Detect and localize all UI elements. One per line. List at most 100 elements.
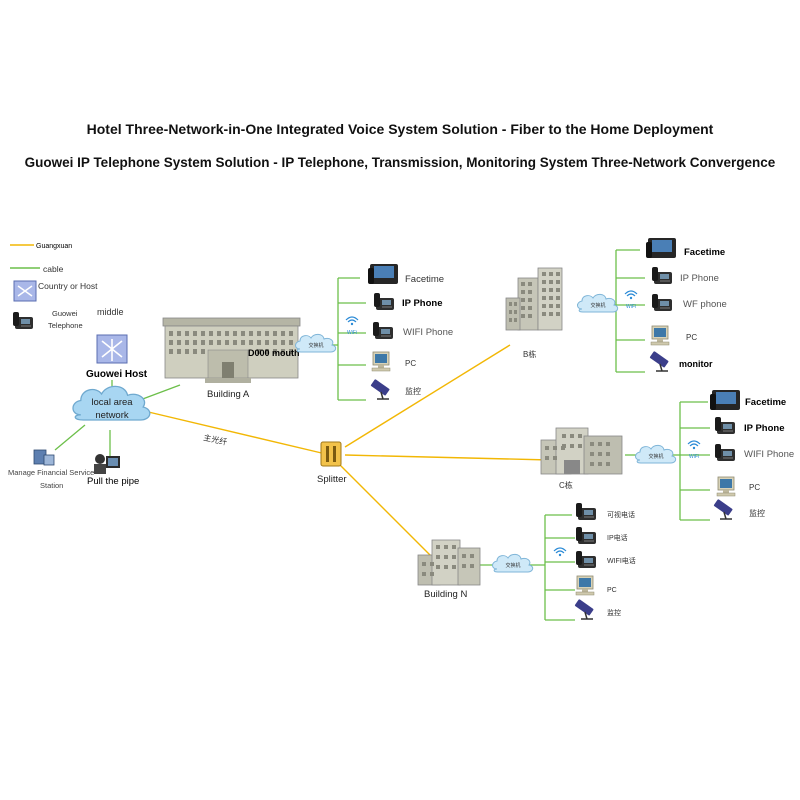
building-a-window xyxy=(233,340,237,345)
building-a-window xyxy=(273,331,277,336)
building-n-pc-icon xyxy=(575,575,595,596)
building-a-window xyxy=(201,349,205,354)
fiber-trunk-line xyxy=(139,409,331,456)
building-b-label: B栋 xyxy=(523,349,536,359)
splitter-icon xyxy=(320,441,342,467)
trunk-fiber-label: 主光纤 xyxy=(203,432,229,447)
building-a-window xyxy=(177,340,181,345)
lan-label-2: network xyxy=(95,410,129,421)
building-c-facetime-icon xyxy=(710,390,740,410)
building-b-wifi-phone-icon xyxy=(652,294,672,311)
building-a-window xyxy=(273,349,277,354)
building-c-switch-tag: 交换机 xyxy=(648,453,663,460)
building-a-window xyxy=(241,331,245,336)
building-c-pc-icon xyxy=(716,476,736,497)
building-b-switch-tag: 交换机 xyxy=(590,302,605,309)
building-n-facetime-label: 可视电话 xyxy=(607,510,635,519)
legend-phone-caption-1: Guowei xyxy=(52,309,78,318)
building-b-camera-icon xyxy=(648,350,670,372)
splitter-label: Splitter xyxy=(317,474,347,485)
building-a-label: Building A xyxy=(207,389,250,400)
building-a-wifi-phone-label: WIFI Phone xyxy=(403,327,453,338)
building-c-monitor-label: 监控 xyxy=(749,508,765,518)
building-n-wifi-icon xyxy=(553,547,567,557)
building-b-facetime-label: Facetime xyxy=(684,247,725,258)
building-b-icon xyxy=(505,267,563,331)
building-a-window xyxy=(177,331,181,336)
building-a-pc-icon xyxy=(371,351,391,372)
building-a-window xyxy=(281,340,285,345)
building-n-wifi-phone-label: WIFI电话 xyxy=(607,556,636,565)
building-c-wifi-tag: WiFi xyxy=(689,454,699,460)
fiber-to-c-line xyxy=(344,454,551,461)
building-a-window xyxy=(201,331,205,336)
building-a-window xyxy=(281,349,285,354)
legend-phone-caption-2: Telephone xyxy=(48,321,83,330)
building-a-ip-phone-label: IP Phone xyxy=(402,298,442,309)
building-a-window xyxy=(281,331,285,336)
building-a-window xyxy=(209,331,213,336)
building-c-wifi-phone-icon xyxy=(715,444,735,461)
building-a-window xyxy=(177,349,181,354)
building-a-window xyxy=(217,340,221,345)
building-a-window xyxy=(289,349,293,354)
operator-icon xyxy=(94,454,120,474)
building-a-window xyxy=(265,331,269,336)
building-a-window xyxy=(169,340,173,345)
building-a-wifi-icon xyxy=(345,316,359,326)
legend-host-caption: Country or Host xyxy=(38,281,98,291)
building-n-pc-label: PC xyxy=(607,587,617,594)
building-a-window xyxy=(209,340,213,345)
building-a-window xyxy=(169,331,173,336)
building-a-facetime-icon xyxy=(368,264,398,284)
building-c-icon xyxy=(540,427,623,475)
legend-host-icon xyxy=(13,280,37,302)
building-b-wifi-tag: WiFi xyxy=(626,304,636,310)
building-c-ip-phone-icon xyxy=(715,417,735,434)
building-n-monitor-label: 监控 xyxy=(607,608,621,617)
building-b-ip-phone-label: IP Phone xyxy=(680,273,719,284)
building-a-window xyxy=(193,349,197,354)
legend: Guangxuan cable Country or Host Guowei T… xyxy=(10,243,98,330)
building-a-window xyxy=(225,340,229,345)
building-n-switch-tag: 交换机 xyxy=(505,562,520,569)
building-a-pc-label: PC xyxy=(405,359,416,368)
fiber-to-b-line xyxy=(344,344,511,448)
building-b-monitor-label: monitor xyxy=(679,359,713,369)
building-a-window xyxy=(201,340,205,345)
building-n-wifi-phone-icon xyxy=(576,551,596,568)
building-a-wifi-phone-icon xyxy=(373,322,393,339)
building-a-switch-tag: 交换机 xyxy=(308,342,323,349)
building-c-wifi-phone-label: WIFI Phone xyxy=(744,449,794,460)
finance-station-icon xyxy=(33,449,55,466)
pipe-label: Pull the pipe xyxy=(87,476,139,487)
building-a-window xyxy=(289,340,293,345)
building-a-window xyxy=(225,331,229,336)
building-b-facetime-icon xyxy=(646,238,676,258)
building-b-wifi-phone-label: WF phone xyxy=(683,299,727,310)
building-b-ip-phone-icon xyxy=(652,267,672,284)
building-n-camera-icon xyxy=(573,598,595,620)
building-a-window xyxy=(185,340,189,345)
building-n-label: Building N xyxy=(424,589,467,600)
building-c-label: C栋 xyxy=(559,480,573,490)
legend-fiber-label: Guangxuan xyxy=(36,243,72,250)
building-a-window xyxy=(265,349,269,354)
building-a-ip-phone-icon xyxy=(374,293,394,310)
building-a-monitor-label: 监控 xyxy=(405,386,421,396)
building-n-icon xyxy=(417,539,481,586)
building-n-facetime-icon xyxy=(576,503,596,520)
fiber-lines xyxy=(139,344,551,566)
building-b-wifi-icon xyxy=(624,290,638,300)
building-a-window xyxy=(249,331,253,336)
finance-label-1: Manage Financial Service xyxy=(8,468,94,477)
building-a-window xyxy=(289,331,293,336)
building-a-window xyxy=(241,340,245,345)
building-a-facetime-label: Facetime xyxy=(405,274,444,285)
building-a-window xyxy=(193,331,197,336)
building-c-ip-phone-label: IP Phone xyxy=(744,423,784,434)
building-c-wifi-icon xyxy=(687,440,701,450)
building-a-window xyxy=(233,331,237,336)
building-c-camera-icon xyxy=(712,498,734,520)
